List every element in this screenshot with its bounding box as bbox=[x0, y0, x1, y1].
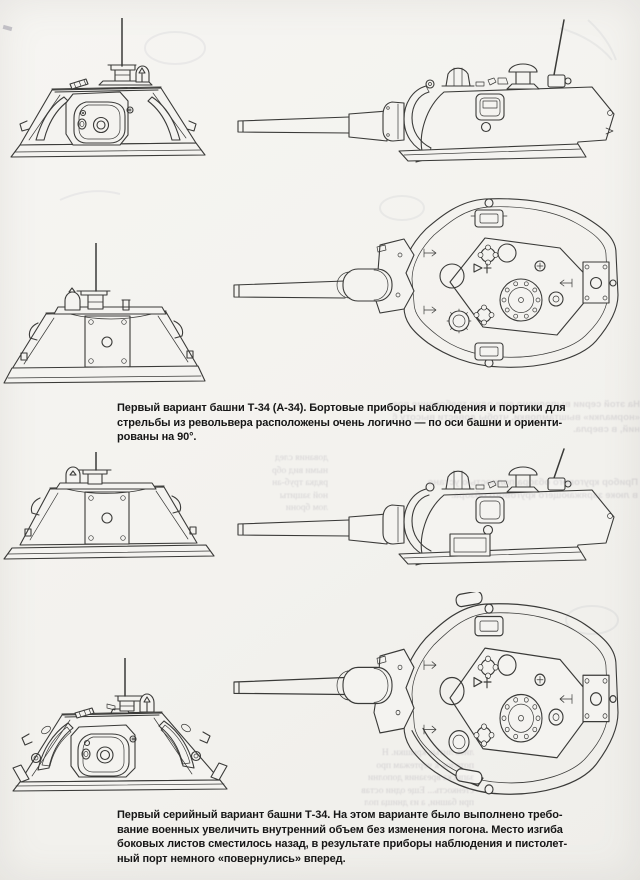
front-view-turret-a34-figure bbox=[8, 17, 228, 185]
side-view-turret-a34-figure bbox=[232, 18, 637, 188]
top-view-turret-a34-figure bbox=[228, 183, 640, 388]
caption-line: Первый вариант башни Т-34 (А-34). Бортов… bbox=[117, 402, 566, 414]
front-view-turret-serial-figure bbox=[8, 657, 233, 823]
caption-line: ный порт немного «повернулись» вперед. bbox=[117, 852, 346, 865]
caption-first-variant: Первый вариант башни Т-34 (А-34). Бортов… bbox=[117, 401, 566, 445]
side-view-turret-serial-figure bbox=[232, 447, 637, 602]
rear-view-turret-a34-figure bbox=[2, 242, 228, 400]
bleedthrough-text: Прибор кругового обзора полностью устано… bbox=[427, 477, 638, 501]
caption-serial-variant: Первый серийный вариант башни Т-34. На э… bbox=[117, 808, 568, 866]
bleedthrough-text: дования след ными вид обр рядка труб-ан … bbox=[271, 453, 328, 513]
caption-line: стрельбы из револьвера расположены очень… bbox=[117, 416, 563, 429]
scan-edge-mark bbox=[2, 24, 13, 32]
caption-line: боковых листов сместилось назад, в резул… bbox=[117, 838, 568, 851]
caption-line: Первый серийный вариант башни Т-34. На э… bbox=[117, 809, 563, 821]
rear-view-turret-serial-figure bbox=[2, 451, 228, 592]
bleedthrough-text: лись литые крышки. Н потолок к чертежам … bbox=[361, 748, 474, 808]
caption-line: вание военных увеличить внутренний объем… bbox=[117, 823, 563, 836]
caption-line: рованы на 90°. bbox=[117, 431, 197, 444]
top-view-turret-serial-figure bbox=[228, 590, 640, 832]
